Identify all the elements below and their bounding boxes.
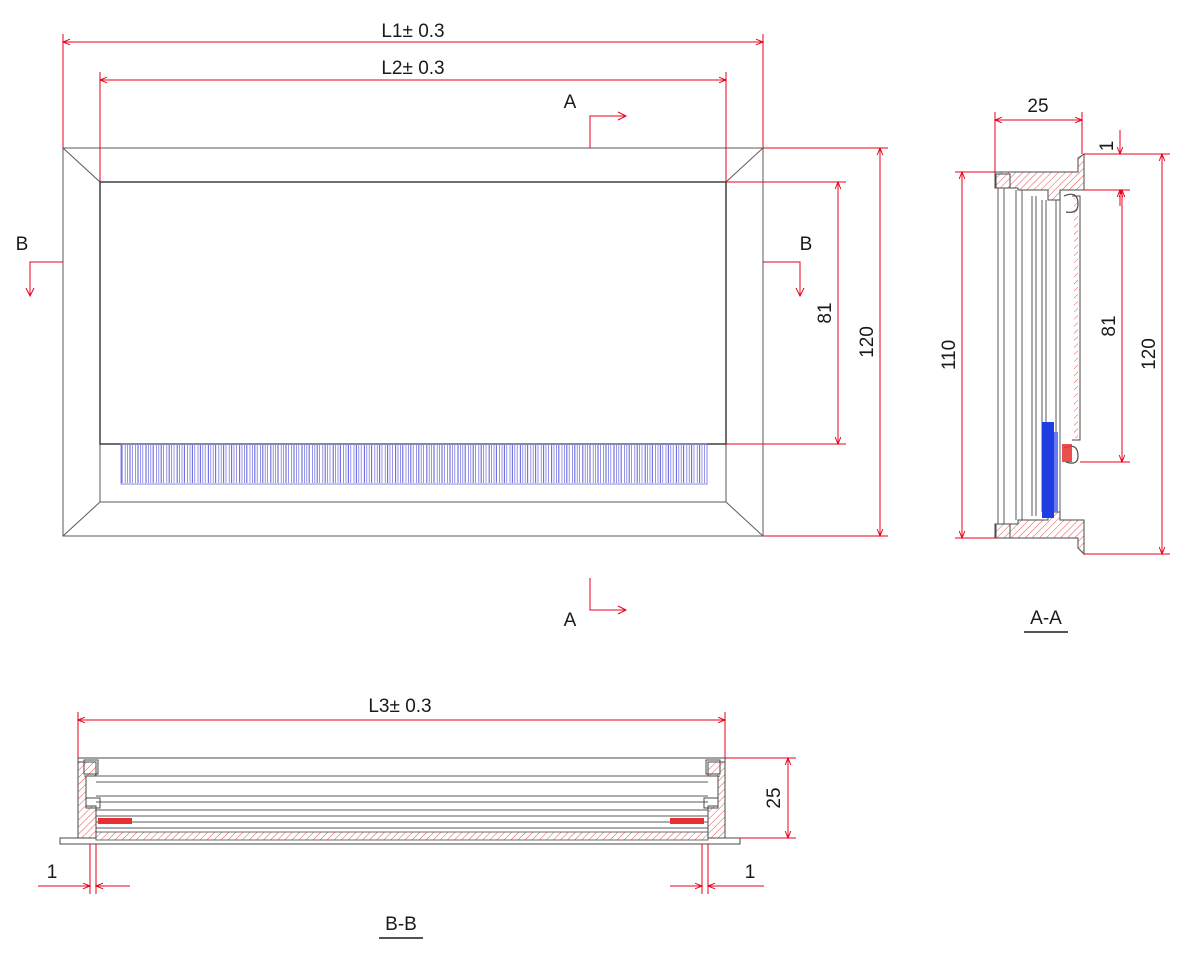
aa-top-clip [995, 173, 1011, 189]
aa-120-label: 120 [1139, 338, 1160, 370]
front-120-label: 120 [857, 326, 878, 358]
dimension-aa-25: 25 [995, 96, 1082, 172]
l1-label: L1± 0.3 [381, 21, 444, 42]
aa-glass-edge [1054, 432, 1058, 512]
dimension-bb-right-1: 1 [670, 844, 764, 894]
section-a-bottom-label: A [564, 610, 577, 631]
louver-outline [120, 443, 708, 485]
bevel-corner-br [725, 501, 764, 537]
frame-outer-edge [62, 147, 764, 537]
aa-bottom-clip [995, 523, 1011, 539]
louver-strip [121, 445, 705, 483]
bb-bottom-strip [95, 831, 709, 841]
aa-110-label: 110 [939, 340, 960, 370]
bb-right-1-label: 1 [745, 862, 756, 883]
dimension-l2: L2± 0.3 [100, 58, 726, 182]
bb-left-profile [77, 761, 97, 839]
aa-bottom-profile [994, 511, 1085, 556]
section-marker-b-left: B [16, 234, 63, 298]
section-aa-view: A-A [994, 153, 1085, 633]
bevel-corner-bl [62, 501, 101, 537]
bevel-corner-tr [725, 147, 764, 183]
aa-25-label: 25 [1027, 96, 1048, 117]
bb-left-seal [98, 818, 132, 824]
section-b-right-label: B [800, 234, 813, 255]
section-a-top-label: A [564, 92, 577, 113]
l3-label: L3± 0.3 [368, 696, 431, 717]
aa-top-profile [994, 153, 1085, 201]
dimension-l3: L3± 0.3 [78, 696, 725, 758]
section-bb-view: B-B [59, 757, 741, 939]
aa-glass [1042, 422, 1054, 518]
dimension-l1: L1± 0.3 [63, 21, 763, 148]
front-view [62, 147, 764, 537]
section-marker-b-right: B [763, 234, 813, 298]
dimension-front-120: 120 [763, 148, 888, 536]
dimension-bb-25: 25 [725, 758, 796, 838]
bb-25-label: 25 [764, 787, 785, 808]
aa-81-label: 81 [1099, 315, 1120, 336]
bb-right-seal [670, 818, 704, 824]
dimension-front-81: 81 [726, 182, 846, 444]
bb-right-profile [707, 761, 726, 839]
dimension-aa-1: 1 [1084, 130, 1128, 206]
section-marker-a-bottom: A [564, 578, 628, 631]
section-aa-caption: A-A [1030, 608, 1062, 629]
bevel-corner-tl [62, 147, 101, 183]
bb-left-1-label: 1 [47, 862, 58, 883]
dimension-aa-110: 110 [939, 172, 995, 538]
section-bb-caption: B-B [385, 914, 417, 935]
section-b-left-label: B [16, 234, 29, 255]
front-81-label: 81 [815, 302, 836, 323]
dimension-bb-left-1: 1 [38, 844, 130, 894]
aa-1-label: 1 [1097, 141, 1118, 152]
l2-label: L2± 0.3 [381, 58, 444, 79]
section-marker-a-top: A [564, 92, 628, 148]
aa-top-hook [1063, 193, 1079, 213]
aa-seal [1062, 444, 1072, 462]
dimension-aa-81: 81 [1080, 190, 1130, 462]
dimension-aa-120: 120 [1084, 154, 1170, 554]
bb-outer-profile [59, 757, 741, 845]
display-window [99, 181, 727, 445]
